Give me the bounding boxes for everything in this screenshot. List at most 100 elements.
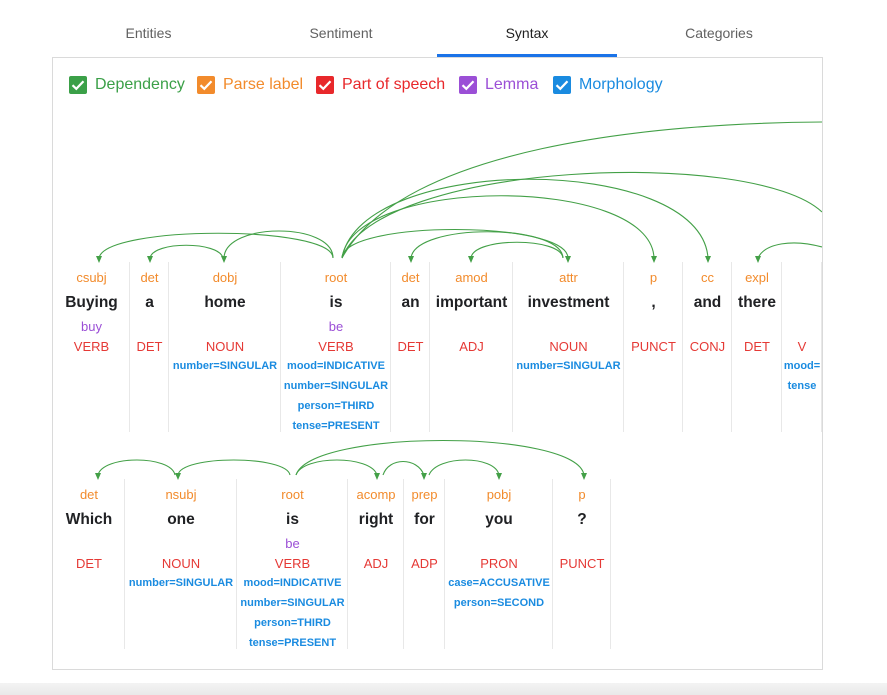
column-separator	[552, 479, 553, 649]
morphology-feature: person=THIRD	[297, 400, 375, 412]
parse-label: expl	[745, 270, 769, 285]
token-word: Buying	[65, 294, 118, 311]
token-word: is	[286, 511, 299, 528]
dependency-arc	[175, 459, 291, 480]
parse-label: csubj	[76, 270, 107, 285]
syntax-panel: Dependency Parse label Part of speech Le…	[52, 57, 823, 670]
parse-label: prep	[411, 487, 438, 502]
page-bottom-edge	[0, 683, 887, 695]
column-separator	[280, 262, 281, 432]
part-of-speech: V	[797, 339, 807, 354]
part-of-speech: VERB	[73, 339, 110, 354]
dependency-arc	[428, 459, 502, 480]
column-separator	[821, 262, 822, 432]
token-word: Which	[65, 511, 113, 528]
morphology-feature: number=SINGULAR	[283, 380, 389, 392]
parse-label: p	[578, 487, 586, 502]
checkbox-label: Lemma	[485, 76, 539, 93]
tab-sentiment[interactable]: Sentiment	[245, 0, 437, 57]
column-separator	[731, 262, 732, 432]
morphology-feature: number=SINGULAR	[240, 597, 345, 609]
morphology-feature: person=THIRD	[254, 617, 331, 629]
checkbox-label: Part of speech	[342, 76, 446, 93]
token-word: for	[414, 511, 435, 528]
part-of-speech: NOUN	[161, 556, 201, 571]
token-word: an	[401, 294, 420, 311]
part-of-speech: PUNCT	[559, 556, 605, 571]
parse-label: det	[401, 270, 420, 285]
parse-label: acomp	[356, 487, 396, 502]
parse-label: dobj	[212, 270, 238, 285]
token-word: you	[485, 511, 513, 528]
token-lemma: be	[328, 319, 344, 334]
morphology-feature: person=SECOND	[453, 597, 545, 609]
tab-syntax[interactable]: Syntax	[437, 0, 617, 57]
parse-label: pobj	[486, 487, 512, 502]
checkbox-label: Morphology	[579, 76, 663, 93]
tab-entities[interactable]: Entities	[52, 0, 245, 57]
dependency-arc	[341, 171, 822, 259]
part-of-speech: ADJ	[363, 556, 389, 571]
tab-label: Sentiment	[309, 25, 373, 41]
parse-label: attr	[559, 270, 578, 285]
token-word: one	[167, 511, 195, 528]
parse-label: cc	[701, 270, 714, 285]
token-word: right	[358, 511, 394, 528]
morphology-feature: mood=	[783, 360, 821, 372]
part-of-speech: PRON	[480, 556, 518, 571]
column-separator	[403, 479, 404, 649]
parse-label: p	[649, 270, 658, 285]
part-of-speech: VERB	[274, 556, 311, 571]
checkbox-checked-icon	[197, 76, 215, 94]
parse-label: root	[324, 270, 348, 285]
checkbox-checked-icon	[459, 76, 477, 94]
part-of-speech: DET	[76, 556, 102, 571]
dependency-arc	[468, 241, 564, 263]
morphology-feature: mood=INDICATIVE	[243, 577, 342, 589]
tab-categories[interactable]: Categories	[617, 0, 821, 57]
dependency-arc	[221, 230, 334, 263]
parse-label: det	[79, 487, 99, 502]
token-word: ,	[651, 294, 656, 311]
part-of-speech: ADJ	[459, 339, 484, 354]
tab-label: Syntax	[505, 25, 549, 41]
token-lemma: be	[285, 536, 300, 551]
column-separator	[347, 479, 348, 649]
parse-label: nsubj	[165, 487, 197, 502]
part-of-speech: PUNCT	[631, 339, 676, 354]
parse-label: root	[281, 487, 304, 502]
part-of-speech: ADP	[411, 556, 438, 571]
checkbox-label: Parse label	[223, 76, 304, 93]
column-separator	[429, 262, 430, 432]
column-separator	[610, 479, 611, 649]
dependency-arc	[408, 231, 564, 263]
morphology-feature: tense=PRESENT	[248, 637, 337, 649]
part-of-speech: DET	[397, 339, 424, 354]
morphology-feature: mood=INDICATIVE	[287, 360, 385, 372]
dependency-arc	[96, 232, 334, 263]
dependency-arc	[755, 242, 822, 263]
token-lemma: buy	[81, 319, 102, 334]
dependency-arcs	[95, 121, 822, 480]
column-separator	[124, 479, 125, 649]
morphology-feature: number=SINGULAR	[172, 360, 278, 372]
dependency-arc	[295, 459, 380, 480]
dependency-arc	[341, 121, 822, 259]
token-word: there	[738, 294, 776, 311]
column-separator	[129, 262, 130, 432]
dependency-arc	[382, 461, 427, 480]
